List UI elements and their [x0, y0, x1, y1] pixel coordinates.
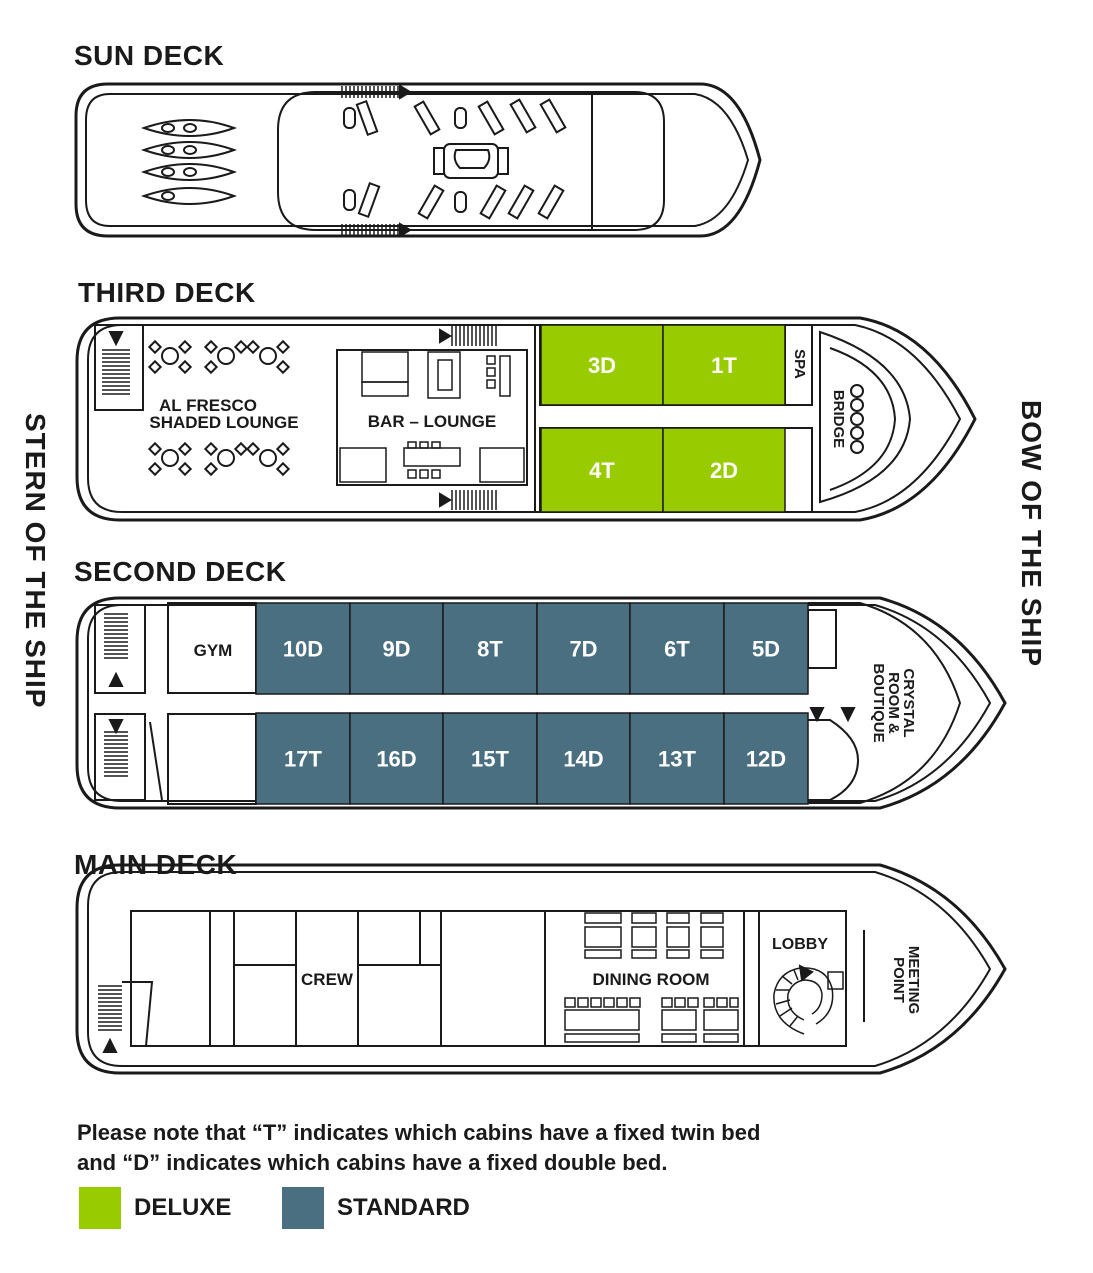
cabin-label-6t: 6T — [664, 637, 690, 662]
cabin-label-1t: 1T — [711, 353, 737, 378]
cabin-15t[interactable] — [442, 712, 538, 805]
storage-room — [167, 713, 257, 805]
second-deck-cabins: 10D 9D 8T 7D 6T 5D 17T 16D 15T 14D 13T 12D — [255, 602, 809, 805]
bar-lounge-furniture — [339, 351, 525, 483]
arrow-icon — [102, 1037, 118, 1053]
dining-room-label: DINING ROOM — [592, 970, 709, 989]
room-label: ROOM & — [885, 672, 902, 734]
sun-loungers — [343, 98, 567, 220]
cabin-label-3d: 3D — [588, 353, 616, 378]
bridge-room — [819, 330, 912, 504]
bar-lounge-label: BAR – LOUNGE — [368, 412, 496, 431]
sun-deck-hull — [74, 82, 762, 238]
crystal-room — [808, 602, 962, 804]
cabin-label-12d: 12D — [746, 747, 786, 772]
cabin-label-16d: 16D — [376, 747, 416, 772]
third-deck-hull — [75, 316, 977, 522]
cabin-4t[interactable] — [540, 427, 664, 513]
arrow-icon — [108, 331, 124, 347]
lobby-label: LOBBY — [772, 936, 828, 953]
bridge-label: BRIDGE — [830, 390, 847, 448]
boutique-label: BOUTIQUE — [870, 663, 887, 742]
arrow-icon — [840, 707, 856, 723]
main-deck-hull — [75, 863, 1007, 1075]
third-deck — [75, 316, 977, 522]
cabin-label-13t: 13T — [658, 747, 696, 772]
arrow-icon — [108, 719, 124, 735]
cabin-5d[interactable] — [723, 602, 809, 695]
second-deck-hull-inner — [87, 604, 992, 802]
sun-deck — [74, 82, 762, 238]
third-deck-hull-inner — [87, 324, 962, 513]
cabin-9d[interactable] — [349, 602, 444, 695]
third-deck-title: THIRD DECK — [78, 277, 256, 308]
point-label: POINT — [890, 957, 907, 1003]
meeting-label: MEETING — [905, 946, 922, 1014]
sun-deck-hull-inner — [85, 93, 750, 227]
stair-treads — [98, 985, 122, 1031]
cabin-label-8t: 8T — [477, 637, 503, 662]
cabin-label-7d: 7D — [569, 637, 597, 662]
cabin-2d[interactable] — [662, 427, 786, 513]
cabin-label-14d: 14D — [563, 747, 603, 772]
sun-deck-title: SUN DECK — [74, 40, 225, 71]
cabin-label-5d: 5D — [752, 637, 780, 662]
lifeboats — [140, 119, 237, 205]
spiral-stairs-icon — [773, 967, 844, 1035]
cabin-17t[interactable] — [255, 712, 351, 805]
main-deck — [75, 863, 1007, 1075]
cabin-label-4t: 4T — [589, 458, 615, 483]
legend-label-deluxe: DELUXE — [134, 1194, 232, 1221]
stairs-icon — [94, 713, 146, 801]
crystal-label: CRYSTAL — [900, 668, 917, 737]
cabin-label-17t: 17T — [284, 747, 322, 772]
stairs-icon — [94, 324, 144, 411]
arrow-icon — [399, 222, 412, 238]
cabin-12d[interactable] — [723, 712, 809, 805]
cabin-1t[interactable] — [662, 324, 786, 406]
stair-treads — [102, 349, 130, 395]
second-deck-hull — [75, 596, 1007, 810]
stairs-icon — [94, 604, 146, 694]
main-deck-hull-inner — [87, 871, 992, 1067]
arrow-icon — [439, 492, 452, 508]
second-deck-title: SECOND DECK — [74, 556, 287, 587]
shaded-lounge-label: SHADED LOUNGE — [149, 413, 298, 432]
arrow-icon — [399, 84, 412, 100]
cabin-label-9d: 9D — [382, 637, 410, 662]
cabin-14d[interactable] — [536, 712, 631, 805]
third-deck-stairs — [451, 326, 497, 510]
cabin-label-15t: 15T — [471, 747, 509, 772]
spa-label: SPA — [791, 349, 808, 379]
cabin-16d[interactable] — [349, 712, 444, 805]
cabin-7d[interactable] — [536, 602, 631, 695]
deck-plan: 3D 1T 4T 2D 10D 9D 8T 7D 6T 5D 17T 16D 15T 14D 13T 12D… — [74, 82, 1007, 1075]
cabin-label-2d: 2D — [710, 458, 738, 483]
note-line-1: Please note that “T” indicates which cab… — [77, 1120, 761, 1145]
cabin-label-10d: 10D — [283, 637, 323, 662]
cabin-13t[interactable] — [629, 712, 725, 805]
al-fresco-label: AL FRESCO — [159, 396, 257, 415]
bed-type-note: Please note that “T” indicates which cab… — [77, 1118, 760, 1178]
crew-label: CREW — [301, 970, 354, 989]
arrow-icon — [439, 328, 452, 344]
legend-swatch-standard — [282, 1187, 324, 1229]
sun-deck-open-area — [277, 91, 665, 231]
gym-label: GYM — [194, 641, 233, 660]
cabin-6t[interactable] — [629, 602, 725, 695]
legend-label-standard: STANDARD — [337, 1194, 470, 1221]
arrow-icon — [798, 964, 814, 982]
arrow-icon — [809, 707, 825, 723]
dining-tables — [564, 912, 739, 1043]
note-line-2: and “D” indicates which cabins have a fi… — [77, 1150, 668, 1175]
legend-swatch-deluxe — [79, 1187, 121, 1229]
second-deck — [75, 596, 1007, 810]
sun-deck-stairs — [341, 86, 399, 236]
al-fresco-tables — [147, 339, 291, 477]
third-deck-cabins: 3D 1T 4T 2D — [540, 324, 786, 513]
cabin-10d[interactable] — [255, 602, 351, 695]
bar-lounge-room — [336, 349, 528, 486]
stair-treads — [104, 613, 128, 777]
arrow-icon — [108, 671, 124, 687]
